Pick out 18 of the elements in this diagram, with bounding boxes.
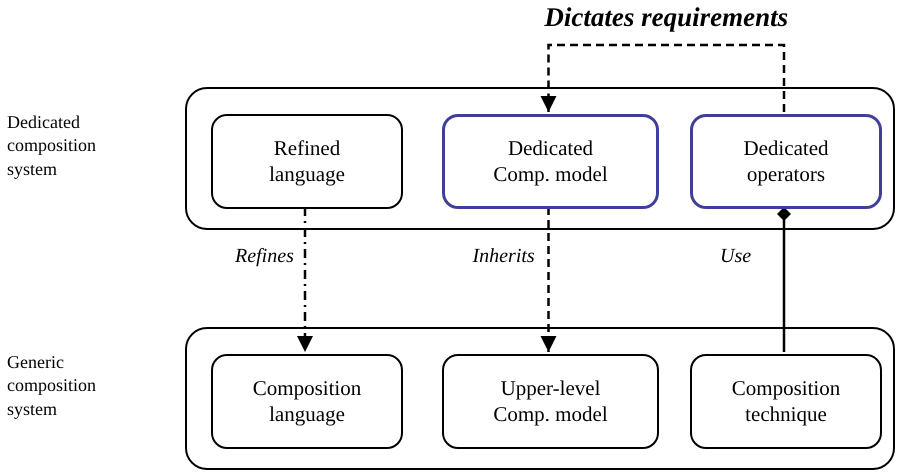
box-label: Upper-level Comp. model (492, 376, 609, 427)
component-box (690, 114, 882, 209)
component-box (442, 354, 659, 449)
box-label: Dedicated operators (742, 136, 830, 187)
arrow (297, 207, 313, 352)
group-heading: Dedicated composition system (7, 111, 97, 181)
box-label: Composition technique (730, 376, 842, 427)
arrow (540, 44, 786, 112)
box-label: Refined language (268, 136, 346, 187)
group-heading: Generic composition system (7, 351, 97, 421)
component-box (211, 114, 403, 209)
edge-label: Refines (233, 245, 296, 268)
component-box (442, 114, 659, 209)
box-label: Composition language (252, 376, 362, 427)
box-label: Dedicated Comp. model (492, 136, 609, 187)
component-box (211, 354, 403, 449)
component-box (690, 354, 882, 449)
arrow (540, 207, 556, 352)
